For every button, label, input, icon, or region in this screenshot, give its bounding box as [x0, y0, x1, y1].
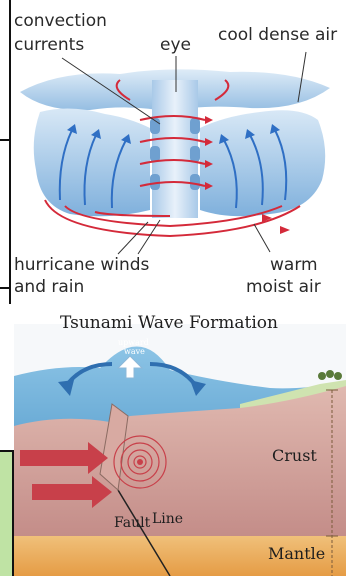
label-fault: Fault — [114, 514, 150, 533]
tsunami-illustration — [0, 304, 346, 576]
green-side-box — [0, 450, 14, 576]
label-mantle: Mantle — [268, 544, 325, 563]
label-warm: warm — [270, 256, 318, 275]
label-wave: wave — [124, 347, 145, 356]
cloud-left — [34, 108, 150, 216]
label-moist-air: moist air — [246, 278, 321, 297]
label-crust: Crust — [272, 446, 317, 465]
epicenter-dot — [137, 459, 143, 465]
label-cool-dense-air: cool dense air — [218, 26, 337, 45]
hurricane-diagram: convection currents eye cool dense air h… — [0, 0, 346, 304]
label-line: Line — [152, 510, 183, 529]
tsunami-title: Tsunami Wave Formation — [60, 314, 278, 333]
label-convection-currents-1: convection — [14, 12, 107, 31]
label-hurricane-winds-2: and rain — [14, 278, 84, 297]
label-eye: eye — [160, 36, 191, 55]
label-convection-currents-2: currents — [14, 36, 84, 55]
label-hurricane-winds-1: hurricane winds — [14, 256, 149, 275]
label-upward: upward — [118, 338, 149, 347]
tsunami-diagram: Tsunami Wave Formation upward wave Crust… — [0, 304, 346, 576]
